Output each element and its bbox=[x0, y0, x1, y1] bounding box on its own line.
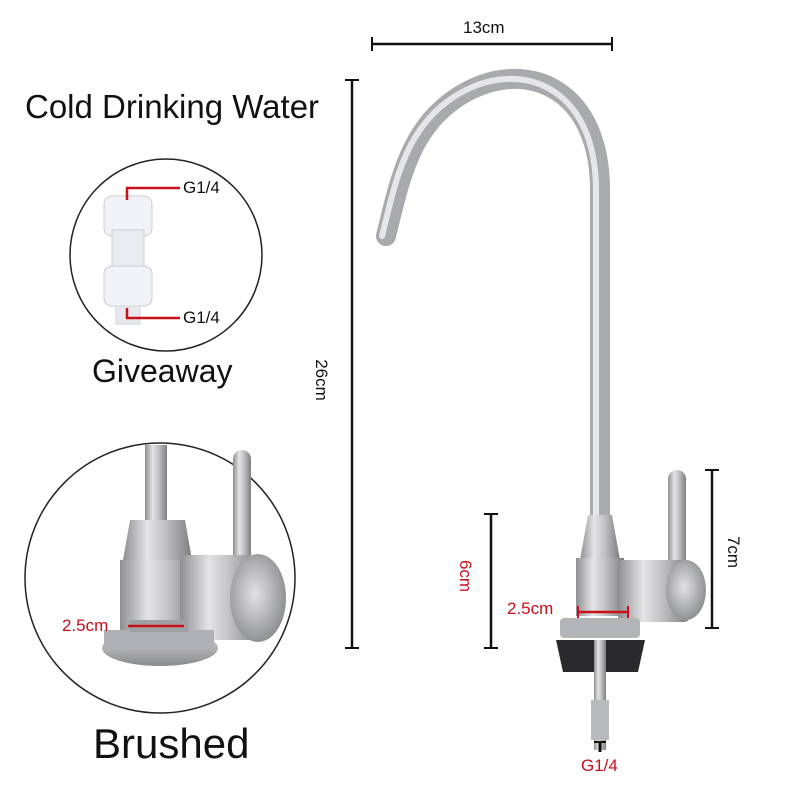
detail-base-label: 2.5cm bbox=[62, 616, 109, 635]
giveaway-label: Giveaway bbox=[92, 353, 233, 389]
finish-label: Brushed bbox=[93, 720, 250, 767]
main-faucet bbox=[376, 68, 706, 750]
connector-bottom-label: G1/4 bbox=[183, 308, 220, 327]
quick-connector-fitting bbox=[103, 195, 153, 325]
height-label: 26cm bbox=[311, 359, 331, 401]
handle-height-label: 7cm bbox=[724, 535, 744, 569]
base-height-label: 6cm bbox=[456, 559, 476, 593]
detail-faucet-closeup bbox=[102, 445, 286, 666]
thread-label: G1/4 bbox=[581, 756, 618, 775]
connector-top-pointer bbox=[125, 186, 180, 200]
connector-bottom-pointer bbox=[125, 308, 180, 320]
product-title: Cold Drinking Water bbox=[25, 88, 320, 125]
base-width-label: 2.5cm bbox=[507, 599, 554, 618]
connector-top-label: G1/4 bbox=[183, 178, 220, 197]
width-label: 13cm bbox=[463, 18, 505, 37]
